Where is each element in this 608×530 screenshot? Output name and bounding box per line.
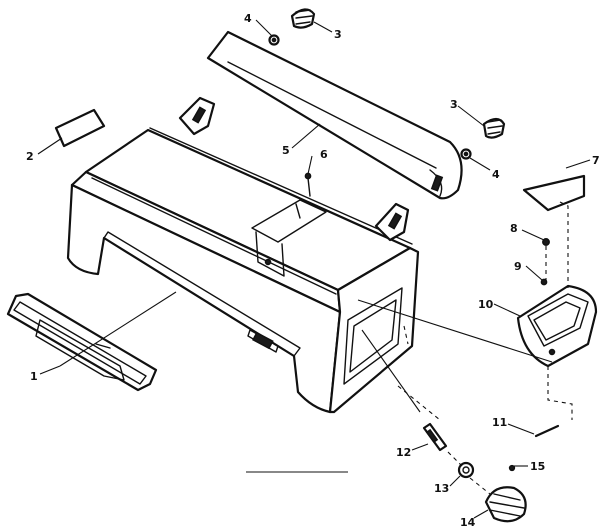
part-1-front-panel: [6, 292, 158, 392]
part-15-screw: [508, 464, 516, 472]
callout-labels: 1 2 3 3 4 4 5 6 7 8 9 10 11 12 13 14 15: [26, 12, 600, 529]
callout-12: 12: [396, 446, 411, 459]
part-3-knob-right: [482, 117, 506, 139]
callout-4-upper: 4: [244, 12, 252, 25]
part-13-bushing: [457, 461, 475, 479]
callout-9: 9: [514, 260, 522, 273]
part-9-washer: [540, 278, 548, 286]
part-4-washer-upper: [268, 34, 280, 46]
callout-3-upper: 3: [334, 28, 342, 41]
part-10-side-tray: [516, 284, 598, 368]
part-5-top-cover: [206, 30, 463, 200]
callout-1: 1: [30, 370, 38, 383]
part-6-screw: [304, 172, 312, 197]
part-3-knob-upper: [290, 8, 316, 29]
part-14-knob: [484, 486, 527, 523]
part-8-screw: [542, 238, 550, 246]
callout-14: 14: [460, 516, 476, 529]
callout-7: 7: [592, 154, 600, 167]
part-2-label: [54, 108, 106, 148]
main-housing: [66, 96, 420, 414]
callout-5: 5: [282, 144, 290, 157]
callout-3-right: 3: [450, 98, 458, 111]
callout-13: 13: [434, 482, 449, 495]
callout-8: 8: [510, 222, 518, 235]
assembly-dashed-lines: [397, 201, 573, 495]
callout-6: 6: [320, 148, 328, 161]
callout-4-right: 4: [492, 168, 500, 181]
callout-10: 10: [478, 298, 494, 311]
callout-15: 15: [530, 460, 545, 473]
leader-lines: [37, 19, 591, 519]
part-7-label: [522, 174, 586, 212]
part-12-shaft: [422, 422, 448, 452]
part-11-pin: [534, 424, 560, 438]
part-4-washer-right: [460, 148, 472, 160]
callout-11: 11: [492, 416, 507, 429]
callout-2: 2: [26, 150, 34, 163]
